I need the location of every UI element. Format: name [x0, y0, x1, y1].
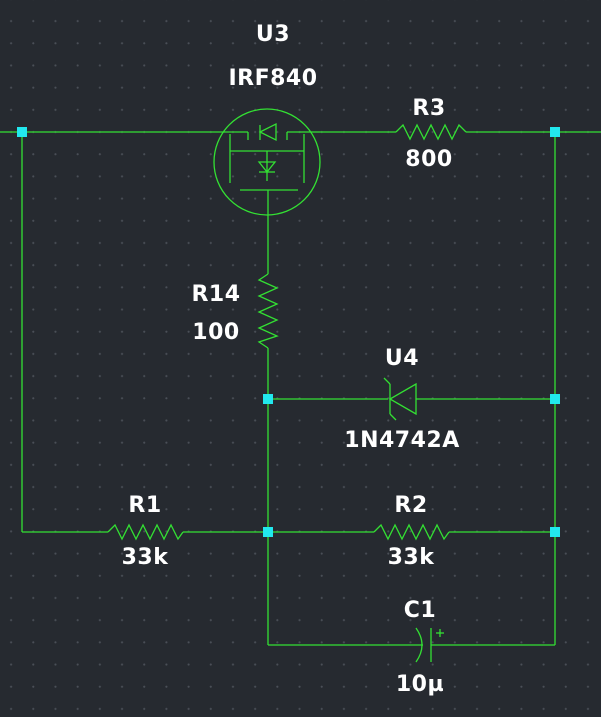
c1-value-label: 10µ	[395, 672, 445, 697]
resistor-r1-symbol[interactable]	[107, 523, 184, 541]
mosfet-u3-symbol[interactable]	[213, 108, 321, 216]
node-right-zener[interactable]	[550, 394, 560, 404]
zener-u4-bend-bottom	[389, 413, 397, 421]
node-mid-zener[interactable]	[263, 394, 273, 404]
r14-value-label: 100	[192, 320, 240, 345]
r1-ref-label: R1	[128, 493, 162, 518]
r1-value-label: 33k	[121, 545, 169, 570]
zener-u4-bend-top	[383, 377, 391, 385]
u3-value-label: IRF840	[228, 66, 318, 91]
resistor-r14-symbol[interactable]	[257, 273, 279, 349]
resistor-r3-symbol[interactable]	[395, 123, 467, 141]
zener-u4-triangle	[388, 382, 417, 416]
r3-value-label: 800	[405, 147, 453, 172]
wires	[0, 131, 601, 646]
mosfet-u3-center-triangle	[257, 161, 277, 174]
node-mid-bottom[interactable]	[263, 527, 273, 537]
r14-ref-label: R14	[191, 282, 241, 307]
node-top-left[interactable]	[17, 127, 27, 137]
c1-ref-label: C1	[403, 598, 437, 623]
mosfet-u3-diode-triangle	[258, 122, 277, 142]
capacitor-c1-symbol[interactable]	[415, 627, 444, 663]
resistor-r2-symbol[interactable]	[373, 523, 450, 541]
r2-ref-label: R2	[394, 493, 428, 518]
u4-ref-label: U4	[384, 346, 420, 371]
capacitor-c1-curved-plate	[415, 627, 423, 663]
mosfet-u3-body	[213, 108, 321, 216]
u4-value-label: 1N4742A	[344, 428, 460, 453]
node-top-right[interactable]	[550, 127, 560, 137]
node-right-bottom[interactable]	[550, 527, 560, 537]
junction-nodes	[17, 127, 560, 537]
r2-value-label: 33k	[387, 545, 435, 570]
r3-ref-label: R3	[412, 96, 446, 121]
zener-u4-symbol[interactable]	[383, 377, 417, 421]
u3-ref-label: U3	[255, 22, 291, 47]
